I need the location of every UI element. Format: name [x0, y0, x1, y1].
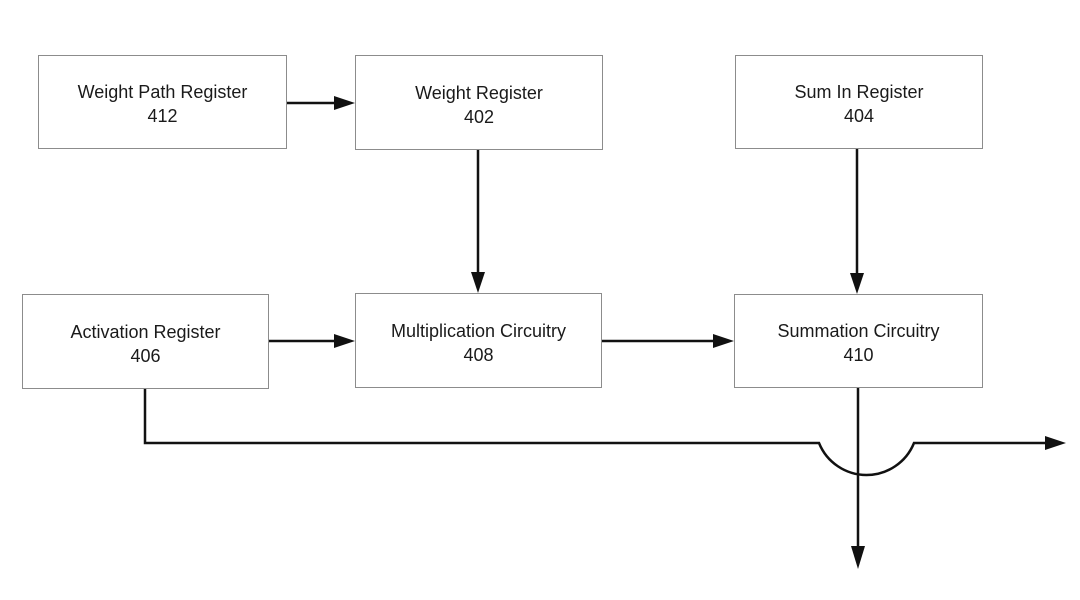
- node-label: Activation Register: [70, 321, 221, 342]
- edge-activation-register-to-multiplication-circuitry: [269, 334, 355, 348]
- node-ref-number: 402: [463, 106, 495, 127]
- edge-summation-circuitry-to-bottom-output: [851, 388, 865, 569]
- arrowhead-down-icon: [471, 272, 485, 293]
- node-label: Weight Path Register: [77, 82, 248, 102]
- node-ref-number: 406: [130, 345, 161, 366]
- edge-weight-path-register-to-weight-register: [287, 96, 355, 110]
- edge-activation-register-bypass-to-right-output: [143, 389, 1066, 477]
- node-label: Summation Circuitry: [777, 321, 940, 341]
- arrowhead-right-icon: [334, 96, 355, 110]
- node-weight-path-register: Weight Path Register 412: [38, 55, 287, 149]
- node-multiplication-circuitry: Multiplication Circuitry 408: [355, 293, 602, 388]
- arrowhead-down-icon: [851, 546, 865, 569]
- arrowhead-down-icon: [850, 273, 864, 294]
- arrowhead-right-icon: [713, 334, 734, 348]
- arrowhead-right-icon: [1045, 436, 1066, 450]
- node-ref-number: 412: [147, 106, 178, 126]
- edge-multiplication-circuitry-to-summation-circuitry: [602, 334, 734, 348]
- node-label: Weight Register: [415, 82, 543, 103]
- node-label: Multiplication Circuitry: [390, 320, 567, 341]
- node-ref-number: 404: [843, 106, 875, 126]
- node-summation-circuitry: Summation Circuitry 410: [734, 294, 983, 388]
- node-sum-in-register: Sum In Register 404: [735, 55, 983, 149]
- node-weight-register: Weight Register 402: [355, 55, 603, 150]
- node-ref-number: 408: [463, 344, 494, 365]
- node-activation-register: Activation Register 406: [22, 294, 269, 389]
- edge-weight-register-to-multiplication-circuitry: [471, 150, 485, 293]
- node-ref-number: 410: [843, 345, 874, 365]
- arrowhead-right-icon: [334, 334, 355, 348]
- edge-sum-in-register-to-summation-circuitry: [850, 149, 864, 294]
- node-label: Sum In Register: [794, 82, 924, 102]
